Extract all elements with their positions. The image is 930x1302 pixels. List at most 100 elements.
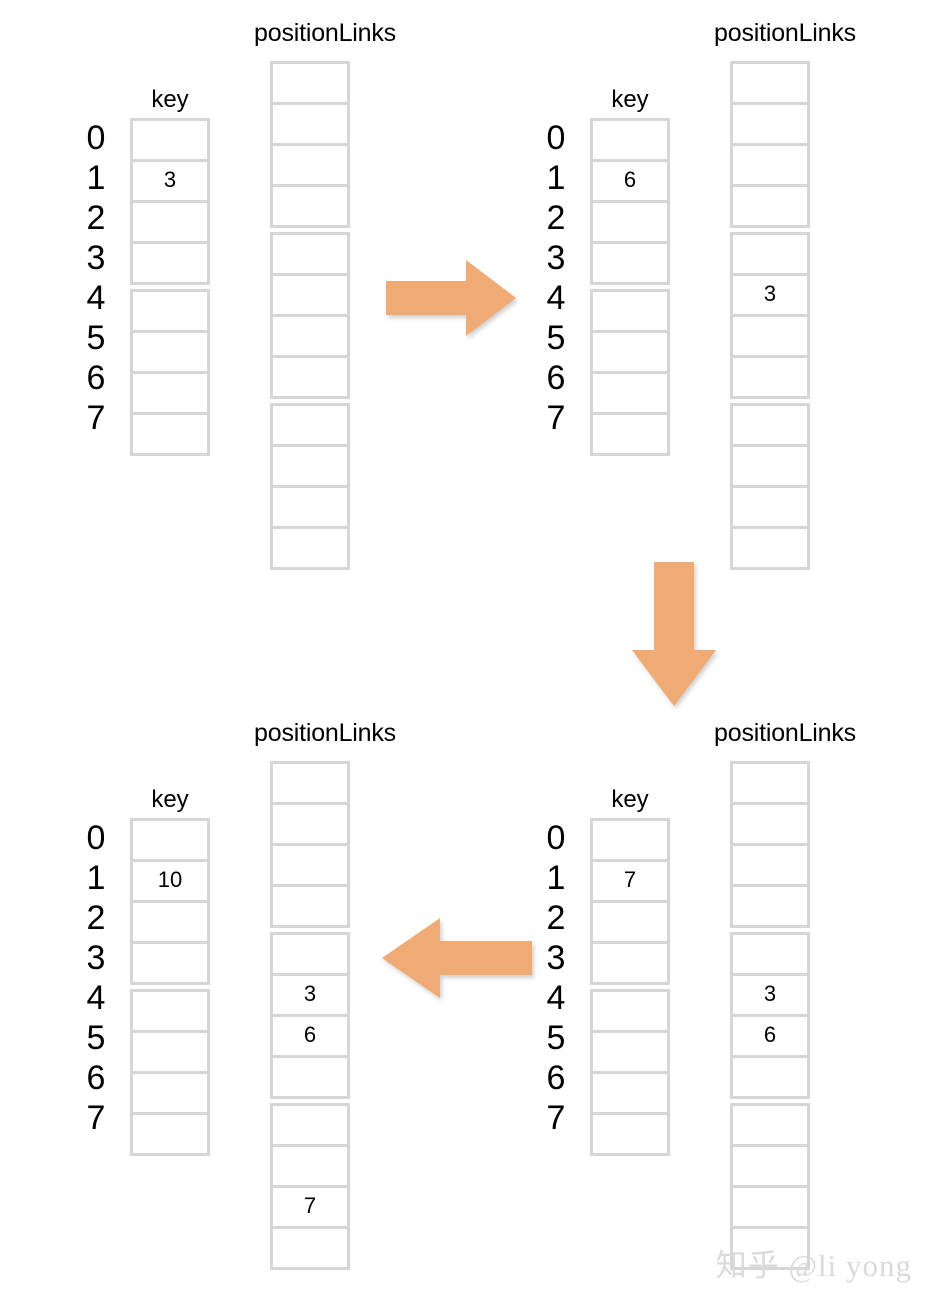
row-index: 4 — [546, 279, 566, 317]
row-index-column: 0 1 2 3 4 5 6 7 — [530, 118, 582, 438]
position-links-cell: 3 — [730, 273, 810, 314]
row-index: 0 — [86, 119, 106, 157]
row-index-column: 0 1 2 3 4 5 6 7 — [530, 818, 582, 1138]
key-column: 7 — [590, 818, 670, 1160]
position-links-cell — [730, 1226, 810, 1270]
position-links-group — [730, 1103, 810, 1270]
position-links-cell — [730, 232, 810, 273]
position-links-cell — [270, 802, 350, 843]
position-links-cell — [270, 273, 350, 314]
row-index: 4 — [546, 979, 566, 1017]
key-group — [130, 989, 210, 1156]
position-links-cell — [270, 1103, 350, 1144]
key-cell: 7 — [590, 859, 670, 900]
row-index: 5 — [546, 1019, 566, 1057]
position-links-cell — [270, 355, 350, 399]
key-cell — [590, 200, 670, 241]
position-links-group — [730, 61, 810, 228]
position-links-cell — [270, 932, 350, 973]
position-links-cell — [730, 802, 810, 843]
position-links-cell: 3 — [270, 973, 350, 1014]
key-cell — [590, 118, 670, 159]
position-links-cell — [270, 102, 350, 143]
position-links-title: positionLinks — [254, 719, 396, 747]
key-cell — [590, 330, 670, 371]
position-links-cell — [730, 444, 810, 485]
position-links-cell — [270, 1055, 350, 1099]
position-links-cell — [270, 314, 350, 355]
key-cell — [130, 289, 210, 330]
position-links-title: positionLinks — [714, 719, 856, 747]
position-links-cell — [730, 843, 810, 884]
position-links-cell: 6 — [270, 1014, 350, 1055]
position-links-cell — [270, 485, 350, 526]
row-index: 6 — [546, 1059, 566, 1097]
key-title: key — [151, 86, 189, 113]
row-index: 7 — [546, 1099, 566, 1137]
key-cell: 10 — [130, 859, 210, 900]
row-index: 1 — [86, 859, 106, 897]
position-links-cell — [730, 1055, 810, 1099]
key-cell — [590, 818, 670, 859]
row-index: 7 — [546, 399, 566, 437]
key-cell — [130, 941, 210, 985]
position-links-column: 3 6 — [730, 761, 810, 1274]
position-links-cell — [730, 761, 810, 802]
panel-bottom-left: positionLinks key 0 1 2 3 4 5 6 7 10 — [40, 708, 460, 1288]
row-index: 0 — [86, 819, 106, 857]
panel-top-left: positionLinks key 0 1 2 3 4 5 6 7 3 — [40, 8, 460, 588]
position-links-cell — [730, 61, 810, 102]
row-index: 6 — [86, 1059, 106, 1097]
position-links-cell: 7 — [270, 1185, 350, 1226]
row-index: 2 — [86, 899, 106, 937]
position-links-cell — [270, 884, 350, 928]
row-index: 2 — [546, 199, 566, 237]
key-cell — [130, 330, 210, 371]
row-index: 7 — [86, 399, 106, 437]
position-links-cell — [730, 932, 810, 973]
position-links-cell — [270, 1144, 350, 1185]
position-links-group — [730, 403, 810, 570]
row-index: 3 — [546, 939, 566, 977]
position-links-column: 3 — [730, 61, 810, 574]
key-cell — [590, 941, 670, 985]
row-index: 3 — [86, 239, 106, 277]
position-links-cell — [270, 526, 350, 570]
position-links-group — [270, 61, 350, 228]
position-links-cell — [730, 884, 810, 928]
key-cell — [590, 241, 670, 285]
row-index: 2 — [546, 899, 566, 937]
key-cell — [590, 371, 670, 412]
position-links-cell — [730, 1103, 810, 1144]
arrow-left-icon — [382, 916, 532, 1000]
key-group: 10 — [130, 818, 210, 985]
position-links-cell — [270, 403, 350, 444]
key-cell — [130, 118, 210, 159]
position-links-group — [730, 761, 810, 928]
position-links-cell — [270, 843, 350, 884]
key-group: 6 — [590, 118, 670, 285]
position-links-cell — [270, 184, 350, 228]
key-cell — [130, 241, 210, 285]
row-index: 1 — [546, 859, 566, 897]
position-links-cell: 3 — [730, 973, 810, 1014]
key-group — [590, 289, 670, 456]
position-links-cell — [730, 526, 810, 570]
key-title: key — [151, 786, 189, 813]
row-index: 6 — [86, 359, 106, 397]
key-cell — [130, 412, 210, 456]
position-links-cell — [270, 232, 350, 273]
position-links-group: 3 — [730, 232, 810, 399]
panel-bottom-right: positionLinks key 0 1 2 3 4 5 6 7 7 — [500, 708, 920, 1288]
position-links-column — [270, 61, 350, 574]
row-index: 5 — [86, 1019, 106, 1057]
arrow-down-icon — [632, 562, 716, 706]
position-links-title: positionLinks — [714, 19, 856, 47]
key-cell — [590, 289, 670, 330]
row-index: 6 — [546, 359, 566, 397]
position-links-cell — [730, 1185, 810, 1226]
row-index: 5 — [546, 319, 566, 357]
position-links-group — [270, 403, 350, 570]
row-index: 3 — [546, 239, 566, 277]
